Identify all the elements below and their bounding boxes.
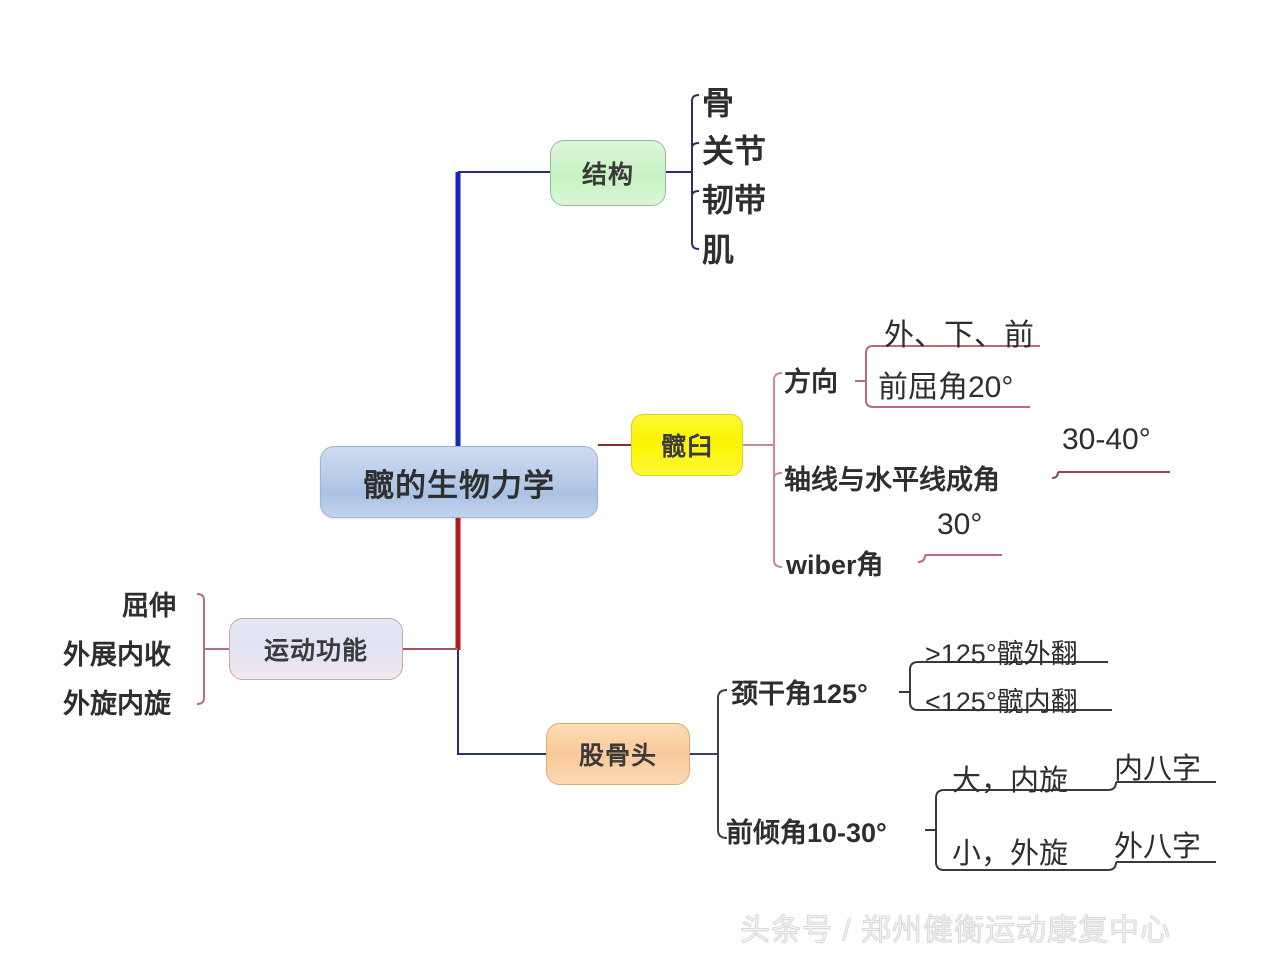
structure-tip-top [691, 94, 700, 102]
anteversion-corner-bottom [935, 861, 945, 871]
leaf-wiber-angle-value: 30° [937, 508, 983, 541]
leaf-acetabulum-wiber-angle: wiber角 [786, 550, 884, 580]
leaf-motor-flexion-extension: 屈伸 [122, 591, 176, 621]
leaf-neckshaft-coxa-vara: <125°髋内翻 [925, 687, 1078, 717]
acetabulum-tip-bottom [773, 559, 783, 568]
leaf-structure-bone: 骨 [702, 85, 735, 121]
leaf-anteversion-pigeon-toe: 内八字 [1114, 753, 1202, 785]
motor-tip-bottom [196, 697, 205, 705]
branch-node-motor-function[interactable]: 运动功能 [229, 618, 403, 680]
motor-tip-top [196, 593, 205, 601]
acetabulum-tip-top [773, 372, 783, 381]
structure-tick-3 [691, 190, 700, 197]
leaf-acetabulum-axis-angle: 轴线与水平线成角 [784, 465, 1000, 495]
leaf-direction-flexion-angle: 前屈角20° [878, 371, 1014, 404]
structure-tip-bottom [691, 242, 700, 250]
wiber-corner [917, 554, 926, 563]
branch-node-acetabulum[interactable]: 髋臼 [631, 414, 743, 476]
leaf-structure-muscle: 肌 [702, 232, 735, 268]
neckshaft-corner-top [909, 661, 919, 671]
leaf-neckshaft-coxa-valga: >125°髋外翻 [925, 639, 1078, 669]
acetabulum-tick-mid [773, 472, 783, 479]
root-node[interactable]: 髋的生物力学 [320, 446, 598, 518]
leaf-femoral-anteversion-angle: 前倾角10-30° [726, 818, 887, 848]
leaf-motor-abduction-adduction: 外展内收 [63, 640, 171, 670]
leaf-motor-rotation: 外旋内旋 [63, 689, 171, 719]
femoral-tip-top [717, 689, 728, 699]
leaf-structure-joint: 关节 [702, 133, 767, 169]
leaf-acetabulum-direction: 方向 [784, 367, 838, 397]
leaf-femoral-neckshaft-angle: 颈干角125° [731, 679, 868, 709]
leaf-structure-ligament: 韧带 [702, 182, 767, 218]
branch-node-structure[interactable]: 结构 [550, 140, 666, 206]
direction-corner-top [865, 345, 874, 354]
leaf-direction-orientation: 外、下、前 [884, 319, 1034, 352]
axis-angle-corner [1051, 471, 1059, 479]
leaf-anteversion-large-internal-rotation: 大，内旋 [952, 765, 1069, 797]
neckshaft-corner-bottom [909, 701, 919, 711]
trunk-to-femoral-head [457, 650, 546, 755]
leaf-axis-angle-value: 30-40° [1062, 423, 1151, 456]
direction-corner-bottom [865, 399, 874, 408]
structure-tick-2 [691, 142, 700, 149]
leaf-anteversion-small-external-rotation: 小，外旋 [952, 838, 1069, 870]
branch-node-femoral-head[interactable]: 股骨头 [546, 723, 690, 785]
anteversion-corner-top [935, 789, 945, 799]
watermark: 头条号 / 郑州健衡运动康复中心 [739, 914, 1172, 948]
leaf-anteversion-duck-feet: 外八字 [1114, 831, 1202, 863]
